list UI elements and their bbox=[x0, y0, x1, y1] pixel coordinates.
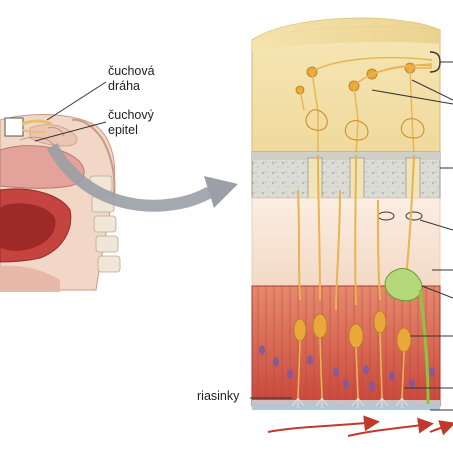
olfactory-epithelium-line-1: čuchový bbox=[108, 108, 154, 122]
airflow-arrows bbox=[267, 415, 453, 437]
zoom-arrow bbox=[46, 143, 213, 212]
olfactory-epithelium-leader bbox=[34, 121, 107, 142]
olfactory-region-box bbox=[4, 117, 24, 137]
mucus-layer bbox=[252, 400, 440, 410]
olfactory-tissue-block bbox=[251, 17, 441, 410]
receptor-dendrites bbox=[297, 332, 405, 399]
olfactory-tract-line-2: dráha bbox=[108, 79, 140, 93]
olfactory-tract-leader bbox=[46, 81, 107, 121]
bulb-axons bbox=[299, 56, 433, 156]
right-leader-lines bbox=[371, 61, 453, 411]
receptor-neuron-bodies bbox=[293, 310, 412, 353]
supporting-cell bbox=[384, 267, 430, 405]
cilia-label: riasinky bbox=[197, 389, 240, 403]
glomeruli bbox=[305, 109, 425, 141]
olfactory-tract-label: čuchová dráha bbox=[108, 64, 155, 94]
olfactory-epithelium-label: čuchový epitel bbox=[108, 108, 154, 138]
olfactory-tract-line-1: čuchová bbox=[108, 64, 155, 78]
olfactory-epithelium-line-2: epitel bbox=[108, 123, 138, 137]
basal-cell-nuclei bbox=[259, 345, 435, 391]
head-cross-section bbox=[0, 114, 121, 292]
zoom-arrowhead bbox=[204, 176, 238, 208]
cilia-tufts bbox=[291, 397, 409, 408]
